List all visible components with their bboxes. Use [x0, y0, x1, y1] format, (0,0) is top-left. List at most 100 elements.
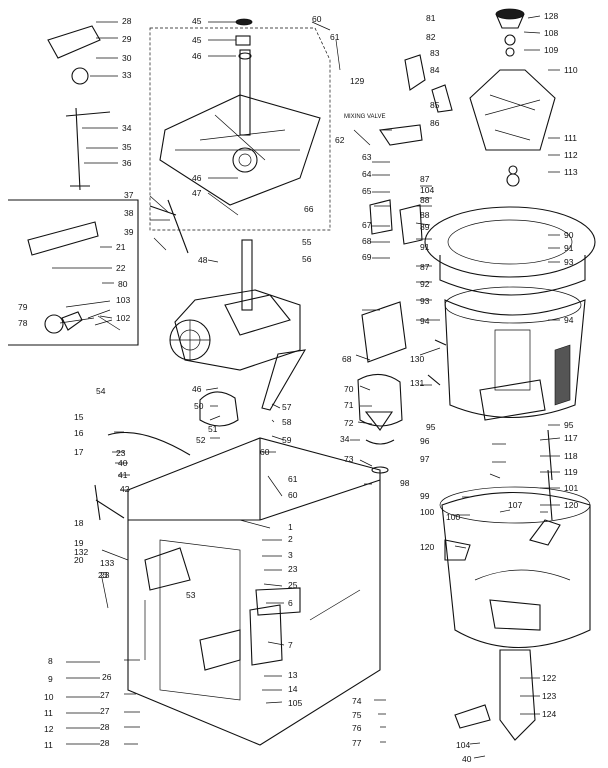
callout-96: 95 [426, 422, 436, 432]
callout-89: 88 [420, 210, 430, 220]
callout-95b: 94 [564, 315, 574, 325]
agitator [469, 69, 556, 151]
callout-67: 66 [304, 204, 314, 214]
callout-30: 28 [122, 16, 132, 26]
callout-39: 39 [124, 227, 134, 237]
callout-78: 77 [352, 738, 362, 748]
callout-122: 123 [542, 691, 556, 701]
callout-125: 129 [350, 76, 364, 86]
callout-76: 75 [352, 710, 362, 720]
callout-11: 11 [44, 708, 53, 718]
callout-11b: 11 [44, 740, 53, 750]
callout-88b: 88 [420, 195, 430, 205]
callout-23b: 23 [98, 570, 108, 580]
callout-47: 48 [198, 255, 208, 265]
callout-91: 90 [564, 230, 574, 240]
callout-83: 82 [426, 32, 436, 42]
outer-tub [444, 299, 586, 419]
callout-128: 132 [74, 547, 88, 557]
callout-84: 83 [430, 48, 440, 58]
callout-45: 45 [192, 35, 202, 45]
callout-94: 93 [420, 296, 430, 306]
callout-106: 104 [420, 185, 434, 195]
callout-88: 87 [420, 174, 430, 184]
callout-62: 61 [330, 32, 340, 42]
callout-115: 113 [564, 167, 578, 177]
callout-96b: 95 [564, 420, 574, 430]
callout-105: 103 [116, 295, 130, 305]
callout-95: 94 [420, 316, 430, 326]
part-drawings [8, 8, 596, 746]
callout-100: 99 [420, 491, 430, 501]
callout-113: 111 [564, 133, 577, 143]
callout-9: 9 [48, 674, 53, 684]
callout-98: 97 [420, 454, 430, 464]
callout-45b: 46 [192, 173, 202, 183]
callout-12: 12 [44, 724, 54, 734]
callout-63: 62 [335, 135, 345, 145]
callout-27: 27 [100, 706, 110, 716]
callout-35: 35 [122, 142, 132, 152]
callout-25: 26 [102, 672, 112, 682]
callout-58: 59 [282, 435, 292, 445]
callout-17: 17 [74, 447, 84, 457]
callout-99: 98 [400, 478, 410, 488]
callout-49: 50 [194, 401, 204, 411]
callout-23c: 23 [288, 564, 298, 574]
callout-71: 70 [344, 384, 354, 394]
callout-61: 60 [312, 14, 322, 24]
callout-127: 131 [410, 378, 424, 388]
callout-1: 1 [288, 522, 293, 532]
callout-40: 40 [462, 754, 472, 764]
callout-126: 130 [410, 354, 424, 364]
callout-75: 74 [352, 696, 362, 706]
callout-14: 14 [288, 684, 298, 694]
callout-116: 117 [564, 433, 578, 443]
callout-13: 13 [288, 670, 298, 680]
drive-motor [357, 373, 403, 427]
callout-21: 21 [116, 242, 126, 252]
callout-93: 92 [420, 279, 430, 289]
callout-59: 60 [260, 447, 270, 457]
callout-31: 29 [122, 34, 132, 44]
callout-68: 67 [362, 220, 372, 230]
callout-69: 68 [362, 236, 372, 246]
agitator-shaft [241, 239, 253, 311]
callout-66: 65 [362, 186, 372, 196]
callout-41: 40 [118, 458, 128, 468]
callout-119: 120 [420, 542, 434, 552]
callout-70: 69 [362, 252, 372, 262]
callout-119b: 120 [564, 500, 578, 510]
callout-88c: 87 [420, 262, 430, 272]
callout-2: 2 [288, 534, 293, 544]
callout-97: 96 [420, 436, 430, 446]
tub-cover [424, 206, 596, 278]
callout-124: 128 [544, 11, 558, 21]
callout-118: 119 [564, 467, 578, 477]
callout-50: 51 [208, 424, 218, 434]
callout-60b: 60 [288, 490, 298, 500]
callout-26: 27 [100, 690, 110, 700]
callout-54: 55 [302, 237, 312, 247]
callout-101b: 101 [564, 483, 578, 493]
inset-frame [8, 199, 139, 346]
callout-29: 28 [100, 738, 110, 748]
callout-121: 122 [542, 673, 556, 683]
callout-64: 63 [362, 152, 372, 162]
leader-lines [52, 15, 561, 759]
callout-labels: 28 29 30 33 34 35 36 37 38 39 21 22 80 7… [18, 11, 578, 764]
callout-24: 25 [288, 580, 298, 590]
callout-46b: 47 [192, 188, 202, 198]
callout-56: 57 [282, 402, 292, 412]
callout-94b: 93 [564, 257, 574, 267]
callout-43: 42 [120, 484, 130, 494]
callout-46: 46 [192, 51, 202, 61]
callout-51: 52 [196, 435, 206, 445]
callout-23: 23 [116, 448, 126, 458]
callout-106b: 104 [456, 740, 470, 750]
callout-117: 118 [564, 451, 578, 461]
callout-53: 54 [96, 386, 106, 396]
callout-34: 34 [122, 123, 132, 133]
callout-86: 85 [430, 100, 440, 110]
